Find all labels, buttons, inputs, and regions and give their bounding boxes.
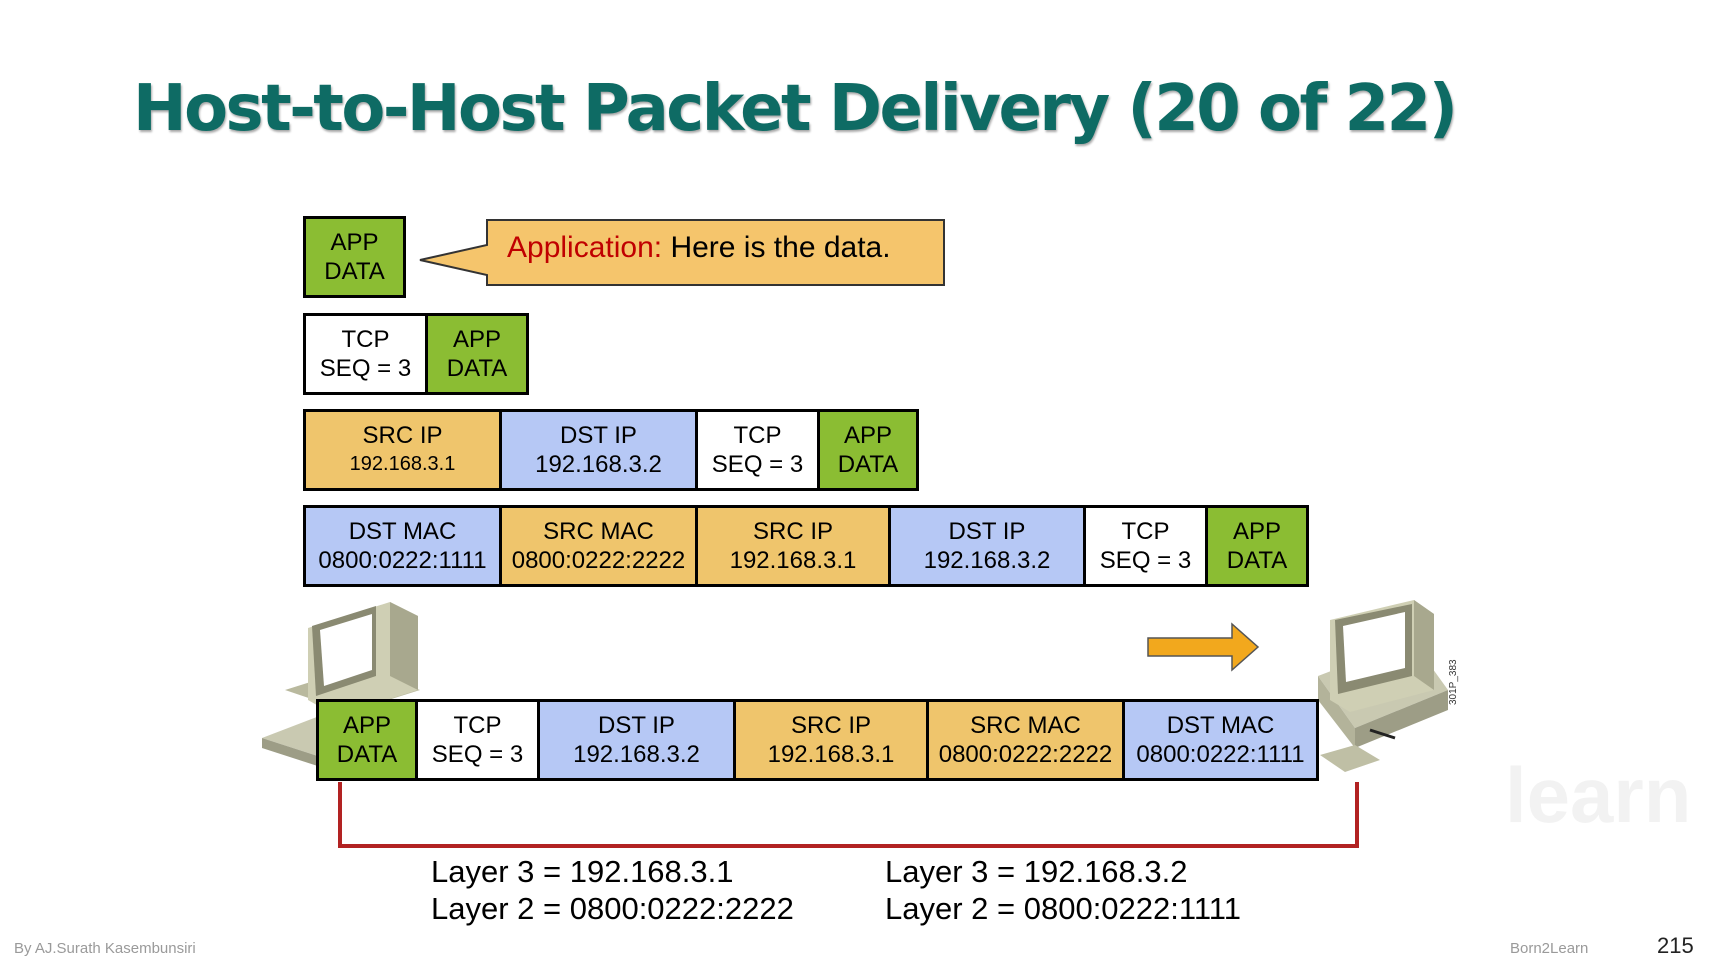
tcp-header-block: TCP SEQ = 3 bbox=[1083, 505, 1208, 587]
src-ip-block: SRC IP 192.168.3.1 bbox=[695, 505, 891, 587]
src-ip-label: SRC IP bbox=[752, 518, 833, 545]
tcp-header-line1: TCP bbox=[1121, 518, 1170, 545]
dst-ip-value: 192.168.3.2 bbox=[535, 451, 662, 478]
src-mac-label: SRC MAC bbox=[543, 518, 654, 545]
sender-computer-icon bbox=[262, 602, 420, 770]
src-ip-label: SRC IP bbox=[790, 712, 871, 739]
receiver-layer2: Layer 2 = 0800:0222:1111 bbox=[885, 891, 1241, 926]
tcp-header-line2: SEQ = 3 bbox=[1099, 547, 1192, 574]
dst-mac-value: 0800:0222:1111 bbox=[1136, 741, 1305, 768]
src-ip-block: SRC IP 192.168.3.1 bbox=[733, 699, 929, 781]
tcp-header-line1: TCP bbox=[341, 326, 390, 353]
tcp-header-line1: TCP bbox=[453, 712, 502, 739]
app-data-line1: APP bbox=[1232, 518, 1282, 545]
receiver-layer3: Layer 3 = 192.168.3.2 bbox=[885, 854, 1188, 889]
dst-ip-value: 192.168.3.2 bbox=[923, 547, 1051, 574]
app-data-block: APP DATA bbox=[1205, 505, 1309, 587]
tcp-header-block: TCP SEQ = 3 bbox=[415, 699, 540, 781]
tcp-header-block: TCP SEQ = 3 bbox=[303, 313, 428, 395]
dst-ip-block: DST IP 192.168.3.2 bbox=[537, 699, 736, 781]
app-data-line1: APP bbox=[342, 712, 392, 739]
dst-mac-value: 0800:0222:1111 bbox=[318, 547, 487, 574]
tcp-header-line2: SEQ = 3 bbox=[711, 451, 804, 478]
app-data-block: APP DATA bbox=[817, 409, 919, 491]
sender-layer2: Layer 2 = 0800:0222:2222 bbox=[431, 891, 794, 926]
app-data-block: APP DATA bbox=[303, 216, 406, 298]
src-mac-block: SRC MAC 0800:0222:2222 bbox=[499, 505, 698, 587]
dst-mac-label: DST MAC bbox=[348, 518, 457, 545]
dst-ip-block: DST IP 192.168.3.2 bbox=[888, 505, 1086, 587]
dst-ip-label: DST IP bbox=[560, 422, 637, 449]
sender-layer3: Layer 3 = 192.168.3.1 bbox=[431, 854, 734, 889]
receiver-computer-icon bbox=[1318, 600, 1448, 772]
sender-address-info: Layer 3 = 192.168.3.1 Layer 2 = 0800:022… bbox=[431, 853, 794, 927]
footer-author: By AJ.Surath Kasembunsiri bbox=[14, 940, 196, 957]
callout-bubble bbox=[419, 219, 945, 286]
dst-mac-label: DST MAC bbox=[1166, 712, 1275, 739]
dst-mac-block: DST MAC 0800:0222:1111 bbox=[303, 505, 502, 587]
src-ip-value: 192.168.3.1 bbox=[767, 741, 895, 768]
callout-message: Here is the data. bbox=[662, 231, 891, 264]
page-number: 215 bbox=[1657, 933, 1694, 958]
app-data-line2: DATA bbox=[336, 741, 398, 768]
dst-ip-value: 192.168.3.2 bbox=[573, 741, 700, 768]
app-data-block: APP DATA bbox=[316, 699, 418, 781]
network-link bbox=[338, 782, 1359, 848]
callout-text: Application: Here is the data. bbox=[507, 231, 891, 265]
app-data-block: APP DATA bbox=[425, 313, 529, 395]
dst-ip-label: DST IP bbox=[948, 518, 1026, 545]
receiver-address-info: Layer 3 = 192.168.3.2 Layer 2 = 0800:022… bbox=[885, 853, 1241, 927]
watermark: learn bbox=[1505, 751, 1692, 839]
src-ip-value: 192.168.3.1 bbox=[349, 453, 456, 475]
app-data-line1: APP bbox=[452, 326, 502, 353]
callout-key: Application: bbox=[507, 231, 663, 264]
tcp-header-line1: TCP bbox=[733, 422, 782, 449]
footer-brand: Born2Learn bbox=[1510, 940, 1589, 957]
src-mac-value: 0800:0222:2222 bbox=[938, 741, 1113, 768]
dst-ip-block: DST IP 192.168.3.2 bbox=[499, 409, 698, 491]
src-ip-block: SRC IP 192.168.3.1 bbox=[303, 409, 502, 491]
tcp-header-block: TCP SEQ = 3 bbox=[695, 409, 820, 491]
app-data-line2: DATA bbox=[446, 355, 508, 382]
app-data-line1: APP bbox=[843, 422, 893, 449]
app-data-line1: APP bbox=[330, 229, 379, 256]
page-title: Host-to-Host Packet Delivery (20 of 22) bbox=[133, 72, 1458, 146]
tcp-header-line2: SEQ = 3 bbox=[319, 355, 412, 382]
app-data-line2: DATA bbox=[837, 451, 899, 478]
direction-arrow-icon bbox=[1147, 622, 1260, 672]
tcp-header-line2: SEQ = 3 bbox=[431, 741, 524, 768]
dst-mac-block: DST MAC 0800:0222:1111 bbox=[1122, 699, 1319, 781]
src-ip-label: SRC IP bbox=[362, 422, 443, 449]
figure-id: 301P_383 bbox=[1448, 659, 1459, 705]
app-data-line2: DATA bbox=[1226, 547, 1288, 574]
src-mac-value: 0800:0222:2222 bbox=[511, 547, 686, 574]
src-mac-label: SRC MAC bbox=[970, 712, 1081, 739]
src-ip-value: 192.168.3.1 bbox=[729, 547, 857, 574]
src-mac-block: SRC MAC 0800:0222:2222 bbox=[926, 699, 1125, 781]
dst-ip-label: DST IP bbox=[598, 712, 675, 739]
app-data-line2: DATA bbox=[324, 258, 385, 285]
